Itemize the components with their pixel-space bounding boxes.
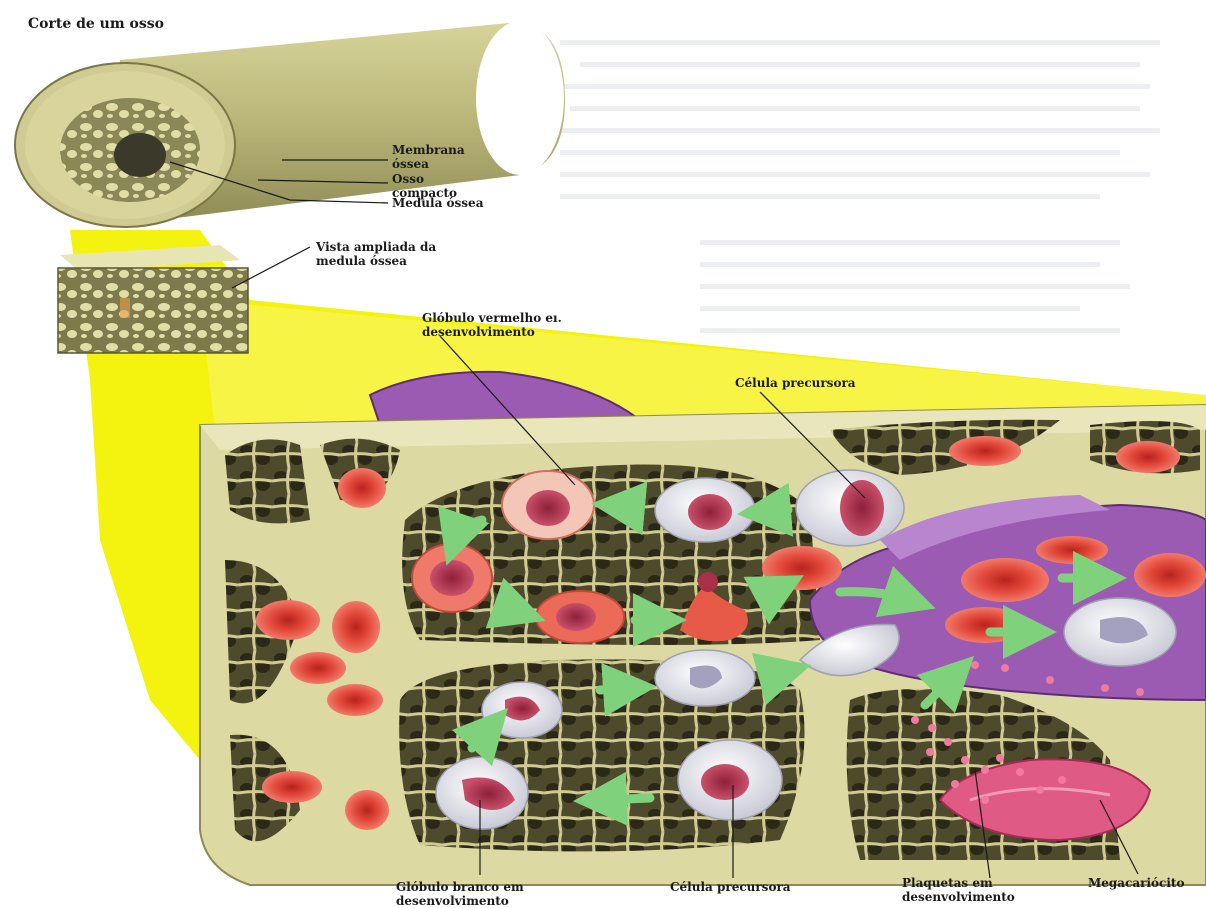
- label-celula-precursora-bottom: Célula precursora: [670, 880, 791, 894]
- arrow: [600, 688, 630, 690]
- red-cell: [327, 684, 383, 716]
- red-cell: [1134, 553, 1206, 597]
- arrow: [618, 506, 640, 508]
- label-vista-ampliada: Vista ampliada da medula óssea: [316, 240, 436, 268]
- red-cell: [961, 558, 1049, 602]
- label-membrana-ossea: Membrana óssea: [392, 143, 465, 171]
- label-globulo-branco: Glóbulo branco em desenvolvimento: [396, 880, 524, 908]
- cavity-left-top: [225, 439, 310, 523]
- magnified-block: [58, 245, 248, 353]
- red-cell: [1036, 536, 1108, 564]
- label-medula-ossea: Medula óssea: [392, 196, 483, 210]
- red-cell: [256, 600, 320, 640]
- arrow: [600, 798, 650, 800]
- red-cell: [262, 771, 322, 803]
- red-cell: [945, 607, 1025, 643]
- label-plaquetas: Plaquetas em desenvolvimento: [902, 876, 1015, 904]
- label-megacariocito: Megacariócito: [1088, 876, 1184, 890]
- diagram-title: Corte de um osso: [28, 16, 164, 32]
- red-cell: [290, 652, 346, 684]
- red-cell: [338, 468, 386, 508]
- red-cell: [949, 436, 1021, 466]
- red-cell: [332, 601, 380, 653]
- label-globulo-vermelho: Glóbulo vermelho eı. desenvolvimento: [422, 311, 562, 339]
- red-cell: [1116, 441, 1180, 473]
- red-cell: [762, 546, 842, 590]
- arrow: [770, 672, 785, 676]
- label-celula-precursora-top: Célula precursora: [735, 376, 856, 390]
- red-cell: [345, 790, 389, 830]
- arrow: [764, 510, 788, 512]
- background-text-lines: [560, 40, 1160, 333]
